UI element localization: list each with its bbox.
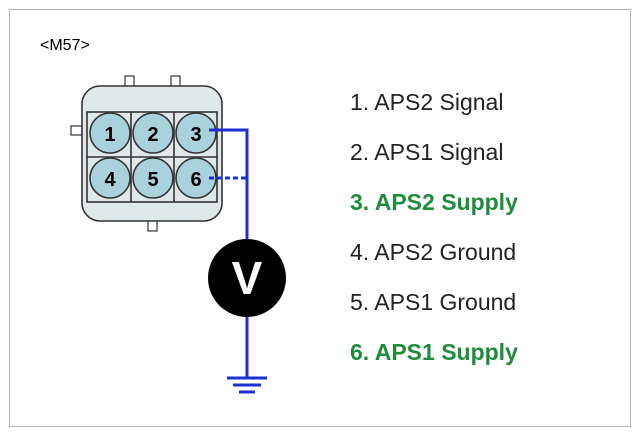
connector-id-label: <M57> <box>40 37 90 54</box>
pin-1-circle <box>89 112 131 154</box>
legend-item-pin-4: 4. APS2 Ground <box>350 239 517 265</box>
legend-item-pin-5: 5. APS1 Ground <box>350 289 517 315</box>
legend-item-pin-2: 2. APS1 Signal <box>350 139 504 165</box>
pin-5-label: 5 <box>147 169 158 191</box>
voltmeter-symbol: V <box>232 252 263 304</box>
pin-6-label: 6 <box>190 169 201 191</box>
legend-item-pin-3: 3. APS2 Supply <box>350 189 518 215</box>
probe-wire-pin-3 <box>209 128 249 240</box>
pin-2-label: 2 <box>147 124 158 146</box>
pin-legend: 1. APS2 Signal 2. APS1 Signal 3. APS2 Su… <box>350 85 518 385</box>
pin-2-circle <box>132 112 174 154</box>
pin-3-circle <box>175 112 217 154</box>
pin-5-circle <box>132 157 174 199</box>
pin-4-circle <box>89 157 131 199</box>
legend-item-pin-1: 1. APS2 Signal <box>350 89 504 115</box>
pin-1-label: 1 <box>104 124 115 146</box>
voltmeter-icon <box>208 239 286 317</box>
pin-4-label: 4 <box>104 169 116 191</box>
pin-3-label: 3 <box>190 124 201 146</box>
legend-item-pin-6: 6. APS1 Supply <box>350 339 518 365</box>
pin-6-circle <box>175 157 217 199</box>
